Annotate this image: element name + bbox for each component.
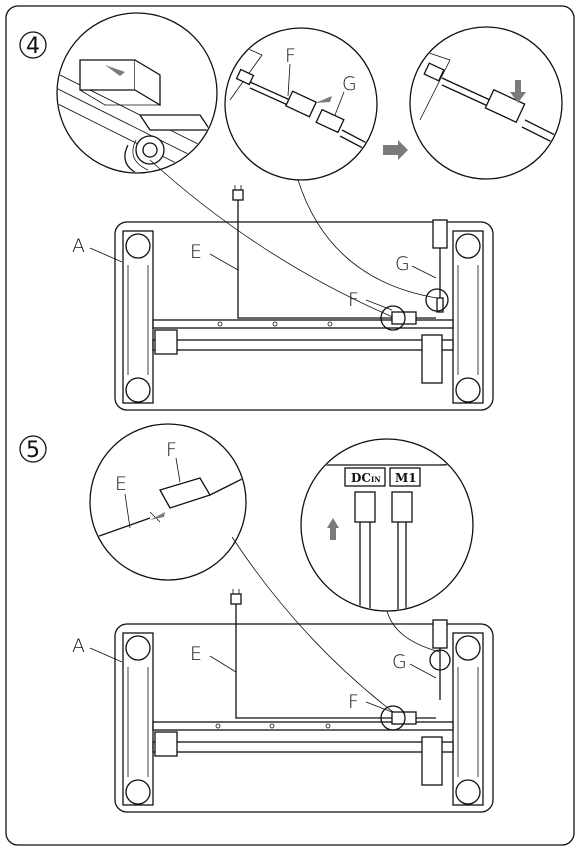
label-e-step4: E xyxy=(190,241,202,263)
detail-circle-connected xyxy=(409,26,563,180)
label-a-step4: A xyxy=(72,235,85,257)
arrow-up-icon xyxy=(327,518,339,540)
detail-circle-ports: DC IN M1 xyxy=(300,438,474,612)
label-e-step5: E xyxy=(190,643,202,665)
step-5-badge xyxy=(19,435,47,463)
label-g-detail: G xyxy=(342,73,357,95)
desk-frame-step5 xyxy=(114,619,494,813)
detail-circle-adapter: F E xyxy=(89,423,247,581)
page-frame xyxy=(5,5,575,846)
label-f-step5: F xyxy=(348,691,359,713)
label-g-step5: G xyxy=(392,651,407,673)
port-m1-label: M1 xyxy=(395,471,417,485)
detail-circle-bracket xyxy=(56,12,218,174)
label-g-step4: G xyxy=(395,253,410,275)
step-4-number: 4 xyxy=(26,34,40,59)
port-dc-label: DC xyxy=(351,471,371,485)
detail-circle-plug: F G xyxy=(224,27,378,181)
label-a-step5: A xyxy=(72,635,85,657)
wall-plug-icon-step5 xyxy=(230,593,242,605)
step-5-number: 5 xyxy=(26,438,40,463)
arrow-connect-icon xyxy=(150,512,165,520)
cable-e xyxy=(237,196,392,319)
desk-frame-step4 xyxy=(114,219,494,411)
label-f-step4: F xyxy=(348,289,359,311)
hand-switch-g-step5 xyxy=(432,619,448,649)
step-5: 5 F E xyxy=(19,423,494,813)
step-4: 4 xyxy=(19,12,563,411)
arrow-down-icon xyxy=(510,80,526,103)
step-4-badge xyxy=(19,31,47,59)
arrow-insert-icon xyxy=(315,96,332,103)
cable-e-step5 xyxy=(235,600,392,719)
wall-plug-icon xyxy=(232,189,244,201)
arrow-slide-icon xyxy=(105,65,125,76)
arrow-next-icon xyxy=(383,140,408,160)
label-e-detail5: E xyxy=(115,473,127,495)
port-in-label: IN xyxy=(371,475,381,484)
label-f-detail5: F xyxy=(166,439,177,461)
label-f-detail: F xyxy=(285,45,296,67)
hand-switch-g xyxy=(432,219,448,249)
